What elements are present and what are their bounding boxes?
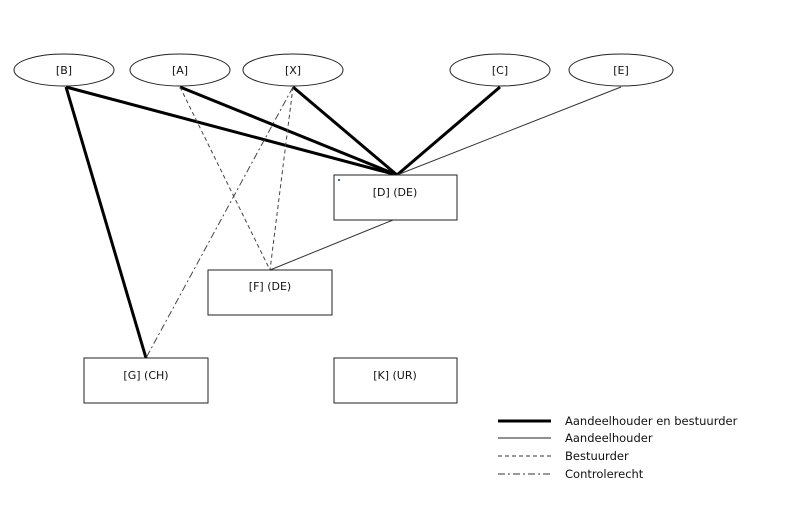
relation-line-a-d [179, 85, 398, 177]
legend-label-control: Controlerecht [565, 467, 644, 481]
relation-lines [64, 85, 622, 359]
company-node-d: [D] (DE) [333, 174, 458, 221]
relation-line-b-g [64, 86, 148, 359]
person-label-c: [C] [492, 64, 508, 77]
company-label-f: [F] (DE) [249, 280, 291, 293]
legend-item-shareholder: Aandeelhouder [498, 431, 653, 445]
legend-item-director: Bestuurder [498, 449, 629, 463]
relation-line-x-g [145, 86, 294, 359]
person-label-a: [A] [172, 64, 188, 77]
company-label-g: [G] (CH) [123, 369, 168, 382]
person-node-x: [X] [242, 53, 344, 87]
legend-label-shareholder: Aandeelhouder [565, 431, 653, 445]
person-label-x: [X] [285, 64, 301, 77]
legend: Aandeelhouder en bestuurder Aandeelhoude… [498, 414, 738, 481]
person-node-b: [B] [13, 53, 115, 87]
person-node-e: [E] [568, 53, 674, 87]
relation-line-d-f [269, 219, 394, 271]
relation-line-b-d [65, 85, 398, 177]
legend-item-shareholder-director: Aandeelhouder en bestuurder [498, 414, 738, 428]
person-label-b: [B] [56, 64, 72, 77]
company-label-d: [D] (DE) [373, 186, 418, 199]
legend-label-director: Bestuurder [565, 449, 629, 463]
company-node-f: [F] (DE) [207, 269, 333, 316]
relation-line-e-d [396, 86, 622, 176]
relation-line-a-f [179, 86, 271, 271]
company-label-k: [K] (UR) [373, 369, 417, 382]
legend-item-control: Controlerecht [498, 467, 644, 481]
relation-line-x-d [292, 85, 398, 177]
relation-line-c-d [396, 85, 501, 177]
company-node-g: [G] (CH) [83, 357, 209, 404]
company-node-k: [K] (UR) [333, 357, 458, 404]
person-node-c: [C] [449, 53, 551, 87]
person-label-e: [E] [613, 64, 629, 77]
relation-line-x-f [269, 86, 294, 271]
legend-label-shareholder-director: Aandeelhouder en bestuurder [565, 414, 738, 428]
person-node-a: [A] [129, 53, 231, 87]
